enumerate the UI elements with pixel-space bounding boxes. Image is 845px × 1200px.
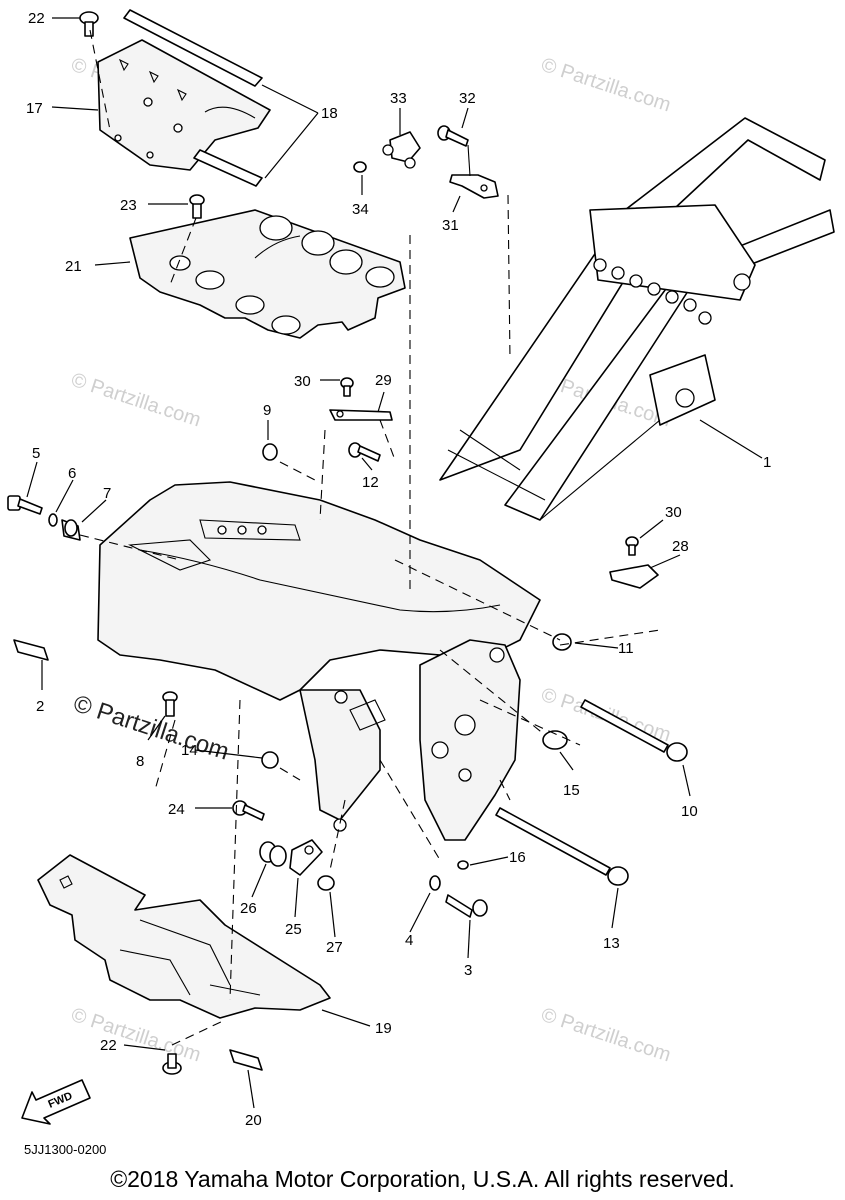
bolt-13 [495, 807, 629, 886]
callout-30: 30 [665, 504, 682, 521]
watermark: © Partzilla.com [538, 1004, 673, 1067]
callout-16: 16 [509, 849, 526, 866]
cap-14 [261, 751, 279, 769]
callout-23: 23 [120, 197, 137, 214]
bolt-3 [445, 894, 488, 918]
bracket-29 [329, 409, 393, 421]
bolt-32 [437, 125, 469, 147]
callout-29: 29 [375, 372, 392, 389]
callout-18: 18 [321, 105, 338, 122]
callout-2: 2 [36, 698, 44, 715]
skid-plate-19 [37, 854, 331, 1019]
callout-17: 17 [26, 100, 43, 117]
callout-20: 20 [245, 1112, 262, 1129]
subframe-holes [593, 258, 751, 325]
damper-26 [259, 841, 287, 867]
callout-7: 7 [103, 485, 111, 502]
callout-24: 24 [168, 801, 185, 818]
callout-30: 30 [294, 373, 311, 390]
bolt-22-bottom [162, 1053, 182, 1075]
watermark: © Partzilla.com [68, 369, 203, 432]
callout-34: 34 [352, 201, 369, 218]
callout-25: 25 [285, 921, 302, 938]
screw-30-right [625, 536, 639, 556]
copyright-notice: ©2018 Yamaha Motor Corporation, U.S.A. A… [110, 1166, 735, 1192]
bracket-33 [382, 131, 421, 169]
callout-26: 26 [240, 900, 257, 917]
bolt-12 [348, 442, 381, 462]
catalog-code: 5JJ1300-0200 [24, 1142, 107, 1157]
bolt-22-top [79, 11, 99, 37]
bolt-10 [580, 699, 688, 762]
callout-27: 27 [326, 939, 343, 956]
callout-10: 10 [681, 803, 698, 820]
plug-15 [542, 730, 568, 750]
callout-32: 32 [459, 90, 476, 107]
callout-6: 6 [68, 465, 76, 482]
callout-28: 28 [672, 538, 689, 555]
callout-19: 19 [375, 1020, 392, 1037]
pad-2 [13, 639, 49, 661]
main-frame-1 [97, 117, 835, 841]
bolt-8 [162, 691, 178, 717]
washer-4 [429, 875, 441, 891]
callout-3: 3 [464, 962, 472, 979]
callout-12: 12 [362, 474, 379, 491]
callout-numbers: 1 2 3 4 5 6 7 8 9 10 11 12 13 14 15 16 1… [26, 10, 771, 1129]
callout-15: 15 [563, 782, 580, 799]
watermark: © Partzilla.com [68, 1004, 203, 1067]
screw-30-top [340, 377, 354, 397]
stay-31 [449, 144, 499, 199]
callout-4: 4 [405, 932, 413, 949]
strip-20 [229, 1049, 263, 1071]
bracket-28 [609, 564, 659, 589]
cap-9 [262, 443, 278, 461]
cap-11 [552, 633, 572, 651]
callout-9: 9 [263, 402, 271, 419]
callout-33: 33 [390, 90, 407, 107]
tray-21 [129, 209, 406, 339]
watermark: © Partzilla.com [538, 54, 673, 117]
fwd-arrow-icon: FWD [21, 1079, 91, 1125]
callout-13: 13 [603, 935, 620, 952]
collar-27 [317, 875, 335, 891]
callout-5: 5 [32, 445, 40, 462]
callout-21: 21 [65, 258, 82, 275]
screw-23 [189, 194, 205, 219]
bolt-5 [7, 495, 43, 515]
callout-8: 8 [136, 753, 144, 770]
cover-plate-17 [97, 39, 271, 171]
callout-14: 14 [181, 742, 198, 759]
callout-22: 22 [28, 10, 45, 27]
assembly-lines [79, 29, 661, 1046]
collar-34 [353, 161, 367, 173]
callout-11: 11 [618, 640, 634, 657]
bracket-25 [289, 839, 323, 876]
plug-16 [457, 860, 469, 870]
bolt-24 [232, 800, 265, 821]
collar-7 [61, 519, 81, 541]
watermark-large: © Partzilla.com [70, 690, 232, 766]
callout-1: 1 [763, 454, 771, 471]
strip-18 [123, 9, 263, 187]
callout-31: 31 [442, 217, 459, 234]
washer-6 [48, 513, 58, 527]
leader-lines [26, 17, 763, 1109]
callout-22: 22 [100, 1037, 117, 1054]
